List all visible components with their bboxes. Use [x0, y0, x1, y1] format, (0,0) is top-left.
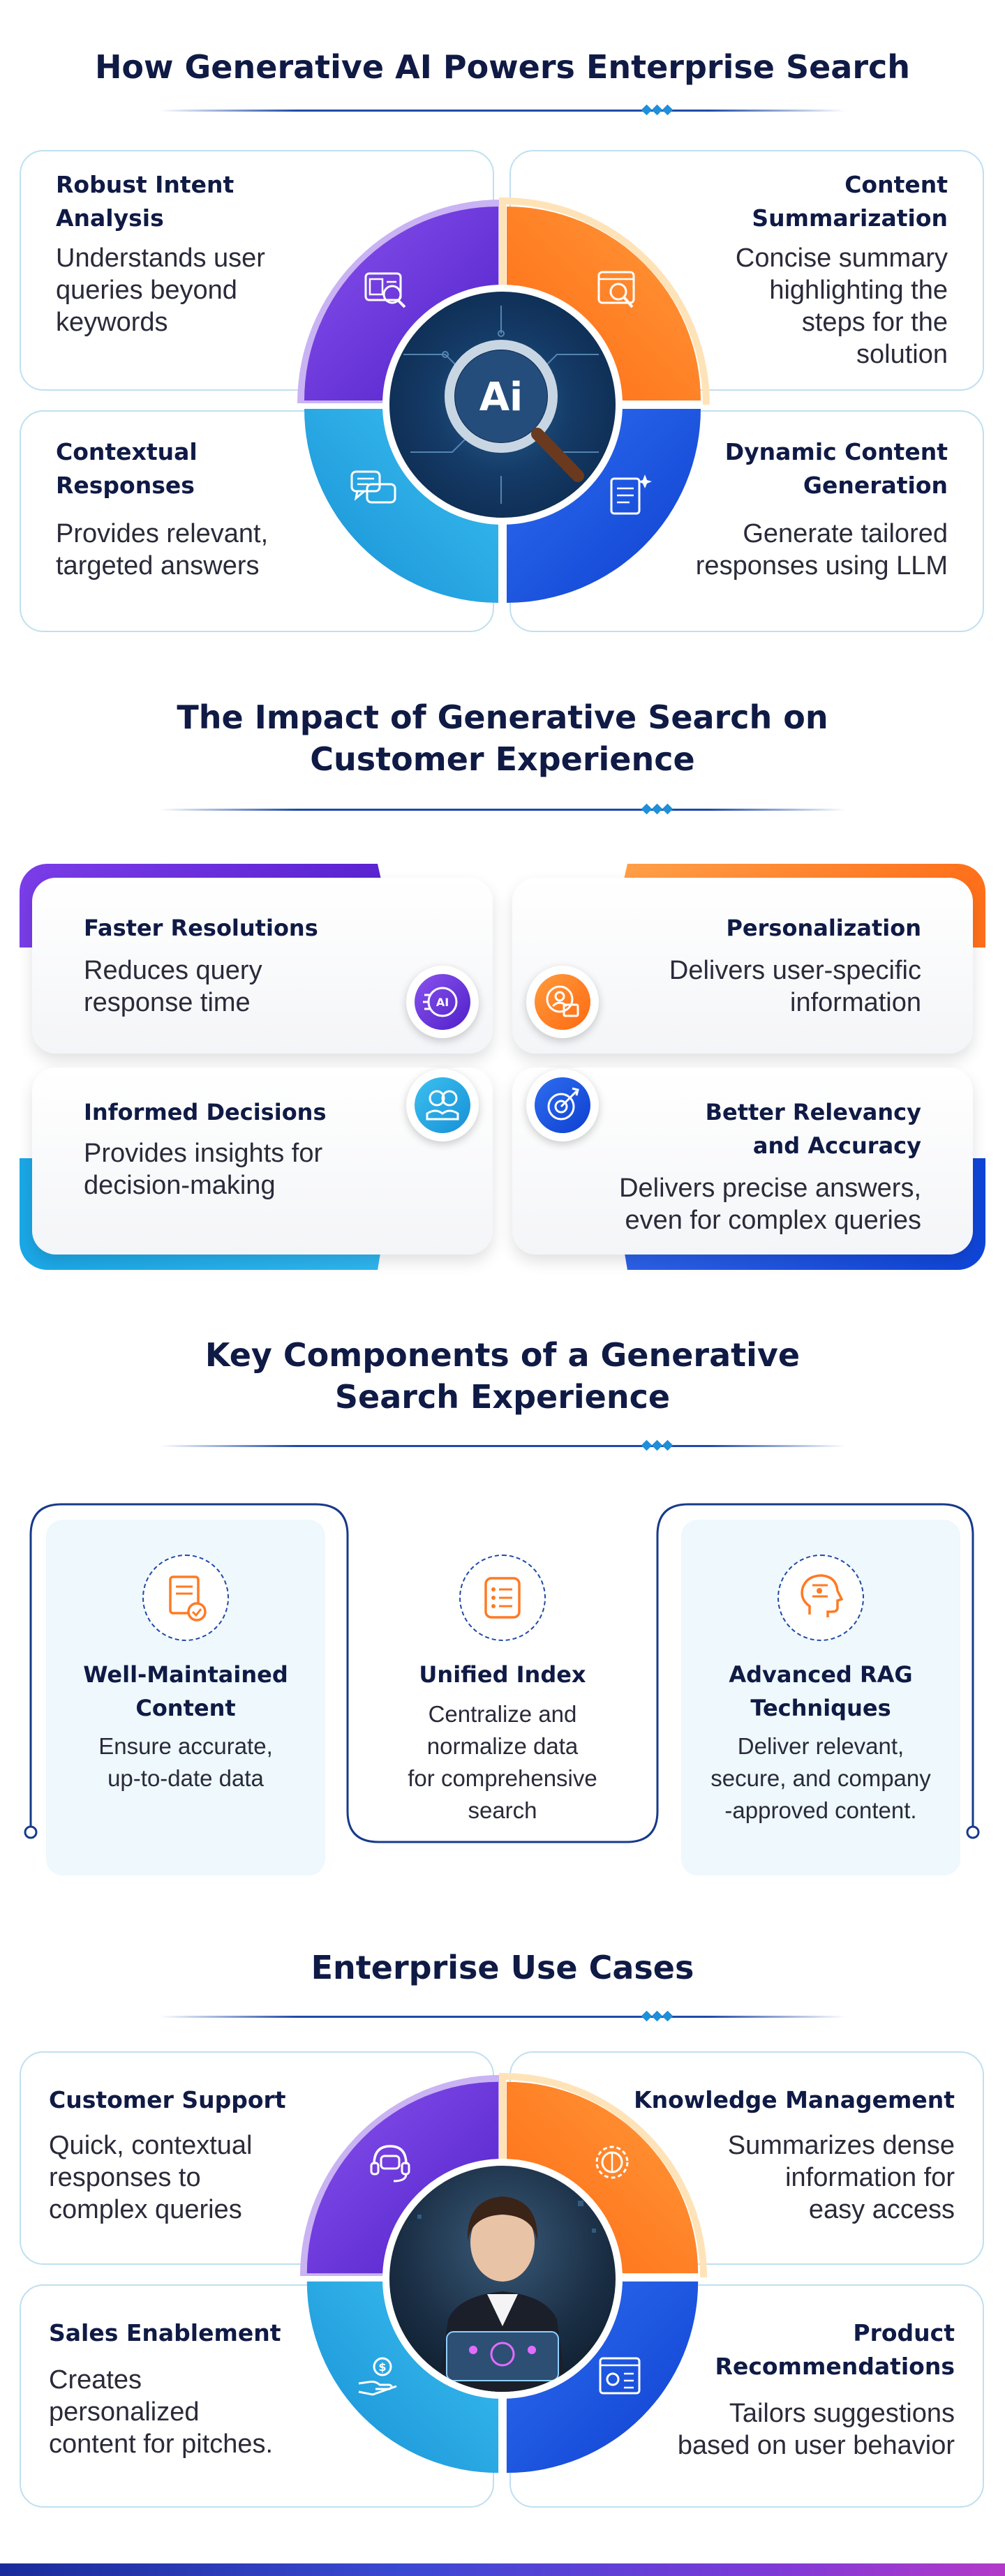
- component-desc: Ensure accurate,up-to-date data: [98, 1733, 273, 1791]
- divider: [159, 2010, 846, 2022]
- ai-label: Ai: [479, 375, 523, 420]
- component-desc: Deliver relevant,secure, and company-app…: [710, 1733, 931, 1823]
- chat-bubbles-icon: [350, 470, 396, 504]
- divider: [159, 104, 846, 116]
- divider: [159, 803, 846, 815]
- components-connector: [24, 1503, 980, 1843]
- analysis-icon: [364, 272, 406, 308]
- photo-illustration: [403, 2194, 596, 2392]
- brain-gear-icon: [595, 2146, 629, 2179]
- hand-insights-icon: [406, 1069, 479, 1141]
- dashboard-settings-icon: [599, 2357, 641, 2395]
- card-text: Provides relevant,targeted answers: [56, 519, 269, 581]
- svg-text:$: $: [378, 2360, 386, 2374]
- card-text: Delivers precise answers,even for comple…: [619, 1174, 921, 1235]
- card-heading: Customer Support: [49, 2086, 286, 2113]
- ai-head-icon: [777, 1555, 864, 1641]
- businesswoman-photo: [382, 2159, 623, 2399]
- card-heading: Informed Decisions: [84, 1099, 327, 1125]
- section4-title: Enterprise Use Cases: [311, 1949, 694, 1986]
- hand-money-icon: $: [358, 2357, 397, 2396]
- target-icon: [526, 1069, 599, 1141]
- card-heading: Knowledge Management: [634, 2086, 955, 2113]
- card-heading: Faster Resolutions: [84, 915, 318, 941]
- component-title: Unified Index: [419, 1661, 586, 1688]
- section1-title: How Generative AI Powers Enterprise Sear…: [94, 48, 911, 86]
- headset-icon: [370, 2145, 410, 2182]
- ai-magnifier-image: Ai: [382, 285, 623, 525]
- divider: [159, 1439, 846, 1451]
- verified-document-icon: [142, 1555, 229, 1641]
- ai-speed-icon: AI: [406, 966, 479, 1038]
- footer-gradient-bar: [0, 2563, 1005, 2576]
- circuit-pattern: Ai: [403, 306, 599, 504]
- document-search-icon: [597, 271, 635, 308]
- card-heading: Personalization: [726, 915, 921, 941]
- document-sparkle-icon: [610, 474, 652, 515]
- card-heading: Sales Enablement: [49, 2319, 281, 2346]
- user-profile-icon: [526, 966, 599, 1038]
- list-index-icon: [459, 1555, 546, 1641]
- svg-text:AI: AI: [436, 996, 449, 1009]
